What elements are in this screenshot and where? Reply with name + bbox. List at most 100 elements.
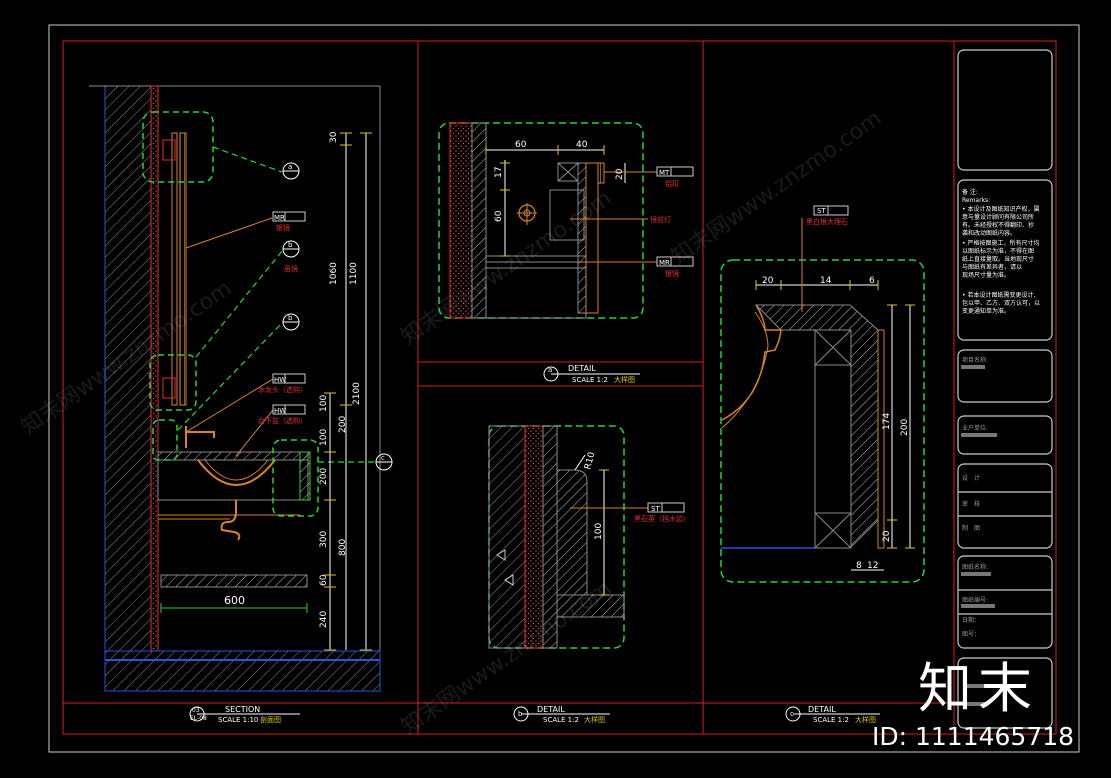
dc-tag-st-text: 黑白根大理石 (806, 217, 848, 226)
tag-hw1-text: 水龙头（选购） (258, 385, 307, 394)
sheet-border (48, 24, 1080, 753)
dc-dim-8: 8 (856, 561, 862, 571)
da-tag-mt-text: 铝扣 (665, 179, 679, 188)
remark-line-7: 与图纸有差异者，请以 (962, 263, 1022, 271)
floor-slab (104, 650, 381, 692)
section-drawing (89, 85, 393, 692)
da-dim-17: 17 (494, 167, 504, 178)
dim-200b: 200 (319, 468, 329, 485)
check-label: 审 核 (962, 500, 980, 508)
tag-hw1: HW (274, 376, 286, 384)
tag-hw2-text: 台下盆（选购） (258, 416, 307, 425)
remarks-en: Remarks: (962, 197, 990, 204)
date-label: 日期： (962, 616, 980, 624)
dim-60: 60 (319, 574, 329, 586)
db-title: DETAIL (537, 705, 565, 714)
da-dim-20: 20 (615, 168, 625, 180)
db-scale: SCALE 1:2 (543, 716, 579, 724)
callout-bubble-b (149, 354, 197, 411)
dc-tag-st: ST (817, 207, 826, 215)
dc-dim-200: 200 (900, 419, 910, 436)
db-tag-st: ST (651, 505, 660, 513)
tag-mr-label: 层镜 (284, 264, 298, 273)
detail-a-drawing (438, 122, 694, 319)
detail-c-frame (720, 259, 925, 583)
drawing-no-label: 图纸编号: (962, 596, 988, 604)
remark-line-2: 有。未经授权不得翻印、抄 (962, 221, 1034, 229)
da-scale: SCALE 1:2 (572, 376, 608, 384)
dc-callout: c (790, 710, 794, 718)
sheet-label: 图号： (962, 631, 980, 638)
dim-2100: 2100 (352, 382, 362, 405)
tag-mr-text: 银镜 (276, 223, 290, 232)
remark-line-3: 袭和改动图纸内容。 (962, 229, 1016, 237)
remark-line-9: • 若本设计图纸需变更设计, (962, 291, 1035, 299)
watermark-brand: 知末 (918, 657, 1038, 720)
dim-300: 300 (319, 531, 329, 548)
db-tag-st-text: 黑石英（挡水边） (634, 514, 690, 523)
callout-b2-letter: b (288, 314, 293, 322)
detail-c-drawing (720, 205, 925, 583)
detail-a-frame (438, 122, 644, 319)
watermark-id: ID: 1111465718 (872, 722, 1075, 751)
red-frame (62, 40, 1057, 735)
tag-hw2: HW (274, 407, 286, 415)
callout-c-letter: c (381, 454, 385, 462)
remark-line-6: 纸上直接量取。当地现尺寸 (962, 255, 1034, 263)
db-dim-100: 100 (594, 523, 604, 540)
title-block (957, 49, 1053, 729)
tag-mr: MR (274, 214, 285, 222)
drain-pipe (220, 500, 241, 541)
dim-1060: 1060 (329, 262, 339, 285)
dc-dim-174: 174 (882, 413, 892, 430)
dc-dim-12: 12 (867, 561, 878, 571)
dim-100b: 100 (319, 429, 329, 446)
faucet (185, 426, 215, 448)
da-tag-mr: MR (659, 259, 670, 267)
dim-600: 600 (224, 594, 245, 607)
da-callout: a (548, 366, 552, 374)
remark-line-8: 现场尺寸量为准。 (962, 271, 1010, 279)
remark-line-10: 包以甲、乙方、双方认可，以 (962, 299, 1040, 307)
drawn-label: 制 图 (962, 524, 980, 532)
dc-dim-20: 20 (762, 276, 774, 286)
remark-line-0: • 本设计及图纸知识产权，属 (962, 205, 1039, 213)
dc-title: DETAIL (808, 705, 836, 714)
dim-30: 30 (329, 131, 339, 143)
db-subtitle: 大样图 (584, 715, 605, 724)
dc-scale: SCALE 1:2 (813, 716, 849, 724)
project-name-label: 项目名称: (962, 356, 988, 364)
da-tag-mt: MT (659, 169, 670, 177)
callout-a-letter: a (288, 163, 292, 171)
remark-line-5: 以图纸标示为准，不得在图 (962, 247, 1034, 255)
da-lamp-text: 镜前灯 (650, 215, 671, 224)
da-dim-60b: 60 (494, 210, 504, 222)
db-callout: b (518, 710, 523, 718)
section-scale: SCALE 1:10 (218, 716, 258, 724)
section-title-ref: EL-08 (190, 715, 207, 722)
dc-dim-20b: 20 (882, 530, 892, 542)
remark-line-4: • 严格按图施工，所有尺寸均 (962, 239, 1039, 247)
da-tag-mr-text: 银镜 (665, 269, 679, 278)
da-subtitle: 大样图 (614, 375, 635, 384)
section-subtitle: 剖面图 (260, 715, 281, 724)
dc-dim-14: 14 (820, 276, 832, 286)
db-dim-r10: R10 (583, 451, 597, 471)
detail-b-drawing (488, 425, 685, 649)
lower-shelf (160, 574, 308, 588)
design-label: 设 计 (962, 474, 980, 482)
callout-b1-letter: b (288, 241, 293, 249)
dc-dim-6: 6 (869, 276, 875, 286)
dim-100a: 100 (319, 395, 329, 412)
remark-line-11: 变更通知单为准。 (962, 307, 1010, 315)
da-title: DETAIL (568, 364, 596, 373)
da-dim-40: 40 (576, 140, 588, 150)
dim-800: 800 (338, 539, 348, 556)
section-title: SECTION (225, 705, 260, 714)
client-label: 业户单位: (962, 424, 988, 432)
dim-240: 240 (319, 611, 329, 628)
dim-200a: 200 (338, 416, 348, 433)
dim-1100: 1100 (349, 262, 359, 285)
